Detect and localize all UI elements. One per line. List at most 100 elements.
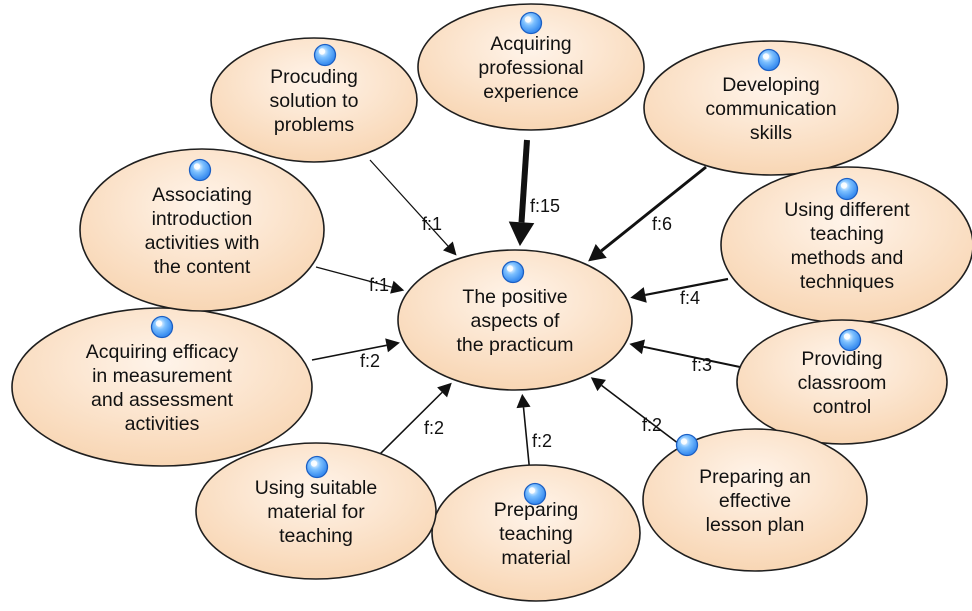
node-label-line: Preparing an	[699, 466, 811, 488]
node-label-line: in measurement	[92, 365, 232, 387]
node-label-line: effective	[719, 490, 791, 512]
node-ellipse	[397, 249, 633, 391]
edge-preparing-teaching-material	[516, 393, 531, 475]
node-ellipse	[431, 464, 641, 602]
arrowhead-icon	[588, 244, 607, 262]
blue-circle-marker-icon	[675, 433, 699, 457]
edge-procuding-solution	[369, 159, 457, 256]
node-label-line: methods and	[791, 247, 904, 269]
edge-line	[377, 391, 443, 457]
edge-label-using-different-teaching-methods: f:4	[680, 288, 700, 308]
edge-label-acquiring-professional-experience: f:15	[530, 196, 560, 216]
arrowhead-icon	[590, 377, 606, 392]
arrowhead-icon	[437, 382, 452, 398]
node-label-line: aspects of	[471, 310, 560, 332]
edge-acquiring-professional-experience	[508, 139, 535, 247]
node-label-line: teaching	[810, 223, 884, 245]
node-label-line: introduction	[152, 208, 253, 230]
edge-label-preparing-effective-lesson-plan: f:2	[642, 415, 662, 435]
edge-label-procuding-solution: f:1	[422, 214, 442, 234]
blue-circle-marker-icon	[501, 260, 525, 284]
node-ellipse	[210, 37, 418, 163]
node-label-line: Acquiring	[490, 33, 571, 55]
blue-circle-marker-icon	[305, 455, 329, 479]
edge-using-suitable-material	[377, 382, 452, 457]
node-label-line: The positive	[462, 286, 567, 308]
blue-circle-marker-icon	[757, 48, 781, 72]
node-ellipse	[643, 40, 899, 176]
blue-circle-marker-icon	[188, 158, 212, 182]
edge-line	[643, 345, 741, 368]
edge-label-preparing-teaching-material: f:2	[532, 431, 552, 451]
blue-circle-marker-icon	[150, 315, 174, 339]
node-ellipse	[736, 319, 948, 445]
blue-circle-marker-icon	[835, 177, 859, 201]
node-label-line: Using suitable	[255, 477, 377, 499]
edge-label-associating-introduction-activities: f:1	[369, 275, 389, 295]
edge-acquiring-efficacy-measurement	[311, 338, 400, 361]
edge-line	[518, 139, 530, 223]
node-label-line: activities with	[145, 232, 260, 254]
node-label-line: experience	[483, 81, 578, 103]
node-label-line: Providing	[801, 348, 882, 370]
edge-line	[311, 344, 387, 361]
blue-circle-marker-icon	[523, 482, 547, 506]
node-ellipse	[195, 442, 437, 580]
node-label-line: communication	[705, 98, 836, 120]
edge-preparing-effective-lesson-plan	[590, 377, 688, 451]
edge-line	[600, 165, 707, 253]
node-label-line: Procuding	[270, 66, 358, 88]
blue-circle-marker-icon	[519, 11, 543, 35]
arrowhead-icon	[385, 338, 400, 353]
edge-label-providing-classroom-control: f:3	[692, 355, 712, 375]
blue-circle-marker-icon	[313, 43, 337, 67]
node-label-line: skills	[750, 122, 792, 144]
arrowhead-icon	[508, 221, 535, 247]
node-label-line: solution to	[270, 90, 359, 112]
arrowhead-icon	[629, 339, 646, 355]
arrowhead-icon	[390, 280, 405, 294]
node-label-line: and assessment	[91, 389, 234, 411]
node-label-line: professional	[478, 57, 583, 79]
node-label-line: Acquiring efficacy	[86, 341, 239, 363]
node-label-line: activities	[125, 413, 200, 435]
node-ellipse	[79, 148, 325, 312]
blue-circle-marker-icon	[838, 328, 862, 352]
node-label-line: control	[813, 396, 872, 418]
node-label-line: teaching	[499, 523, 573, 545]
edge-line	[315, 266, 392, 288]
arrowhead-icon	[516, 393, 531, 409]
node-label-line: classroom	[798, 372, 887, 394]
node-label-line: the practicum	[456, 334, 573, 356]
edge-developing-communication-skills	[588, 165, 707, 262]
node-label-line: Using different	[784, 199, 910, 221]
node-label-line: Preparing	[494, 499, 579, 521]
node-ellipse	[11, 307, 313, 467]
edge-providing-classroom-control	[629, 339, 741, 368]
node-label-line: problems	[274, 114, 354, 136]
node-ellipse	[417, 3, 645, 131]
edge-line	[522, 407, 531, 475]
edge-using-different-teaching-methods	[630, 277, 729, 303]
edge-associating-introduction-activities	[315, 266, 405, 294]
node-label-line: Associating	[152, 184, 252, 206]
node-label-line: lesson plan	[706, 514, 805, 536]
edge-line	[601, 384, 688, 451]
node-label-line: Developing	[722, 74, 820, 96]
edge-line	[369, 159, 449, 247]
node-label-line: the content	[154, 256, 251, 278]
node-ellipse	[642, 428, 868, 572]
arrowhead-icon	[443, 241, 457, 256]
node-label-line: teaching	[279, 525, 353, 547]
